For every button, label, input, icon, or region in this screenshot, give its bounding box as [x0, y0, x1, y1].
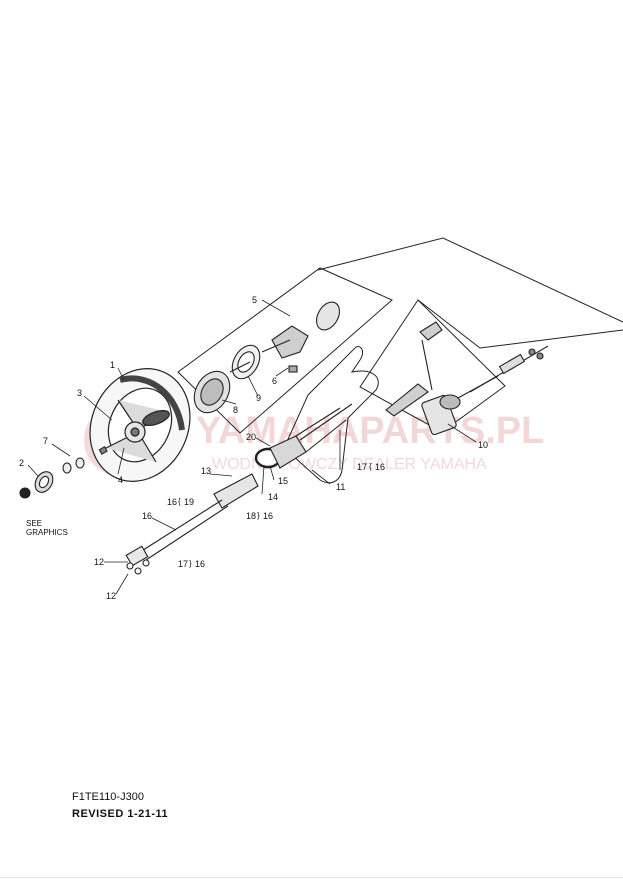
callout-16-c: 16 — [263, 511, 273, 521]
callout-12-b: 12 — [106, 591, 116, 601]
callout-18: 18 — [246, 511, 256, 521]
steering-wheel — [89, 368, 191, 482]
svg-text:}: } — [189, 559, 192, 568]
see-graphics-line2: GRAPHICS — [26, 528, 68, 537]
document-code: F1TE110-J300 — [72, 791, 144, 803]
frame-group-5 — [177, 267, 393, 434]
leader-lines — [27, 299, 477, 595]
svg-text:}: } — [257, 511, 260, 520]
see-graphics-line1: SEE — [26, 519, 42, 528]
guide-line-right — [417, 299, 623, 349]
callout-7: 7 — [43, 436, 48, 446]
cable-assembly — [125, 403, 353, 575]
callout-4: 4 — [118, 475, 123, 485]
guide-line-upper — [317, 237, 623, 323]
callout-3: 3 — [77, 388, 82, 398]
frame-group-10 — [359, 299, 506, 433]
cover-assembly — [193, 301, 341, 414]
callout-6: 6 — [272, 376, 277, 386]
callout-16-a: 16 — [375, 462, 385, 472]
callout-11: 11 — [336, 482, 345, 492]
group-frames — [177, 237, 623, 484]
callout-group-17-16-b: 17 } 16 — [178, 559, 205, 569]
callout-12-a: 12 — [94, 557, 104, 567]
callout-16-b: 16 — [167, 497, 177, 507]
callouts: 1 2 3 4 5 6 7 8 9 10 11 12 12 13 14 15 1… — [19, 295, 488, 601]
callout-13: 13 — [201, 466, 211, 476]
callout-8: 8 — [233, 405, 238, 415]
callout-10: 10 — [478, 440, 488, 450]
callout-1: 1 — [110, 360, 115, 370]
callout-17-b: 17 — [178, 559, 188, 569]
callout-group-18-16: 18 } 16 — [246, 511, 273, 521]
callout-17-a: 17 — [357, 462, 367, 472]
bottom-divider — [0, 877, 623, 878]
callout-14: 14 — [268, 492, 278, 502]
column-mount — [385, 321, 549, 436]
svg-text:{: { — [369, 462, 372, 471]
callout-16: 16 — [142, 511, 152, 521]
revision-note: REVISED 1-21-11 — [72, 808, 169, 820]
callout-2: 2 — [19, 458, 24, 468]
frame-group-11 — [283, 346, 379, 484]
watermark-sub: WODNE POWCZY DEALER YAMAHA — [212, 456, 487, 473]
callout-9: 9 — [256, 393, 261, 403]
hub-parts — [19, 446, 108, 499]
callout-20: 20 — [246, 432, 256, 442]
callout-group-16-19: 16 { 19 — [167, 497, 194, 507]
callout-16-d: 16 — [195, 559, 205, 569]
watermark-main: YAMAHAPARTS.PL — [196, 410, 544, 452]
callout-5: 5 — [252, 295, 257, 305]
callout-15: 15 — [278, 476, 288, 486]
callout-19: 19 — [184, 497, 194, 507]
callout-group-17-16-a: 17 { 16 — [357, 462, 385, 472]
svg-text:{: { — [178, 497, 181, 506]
